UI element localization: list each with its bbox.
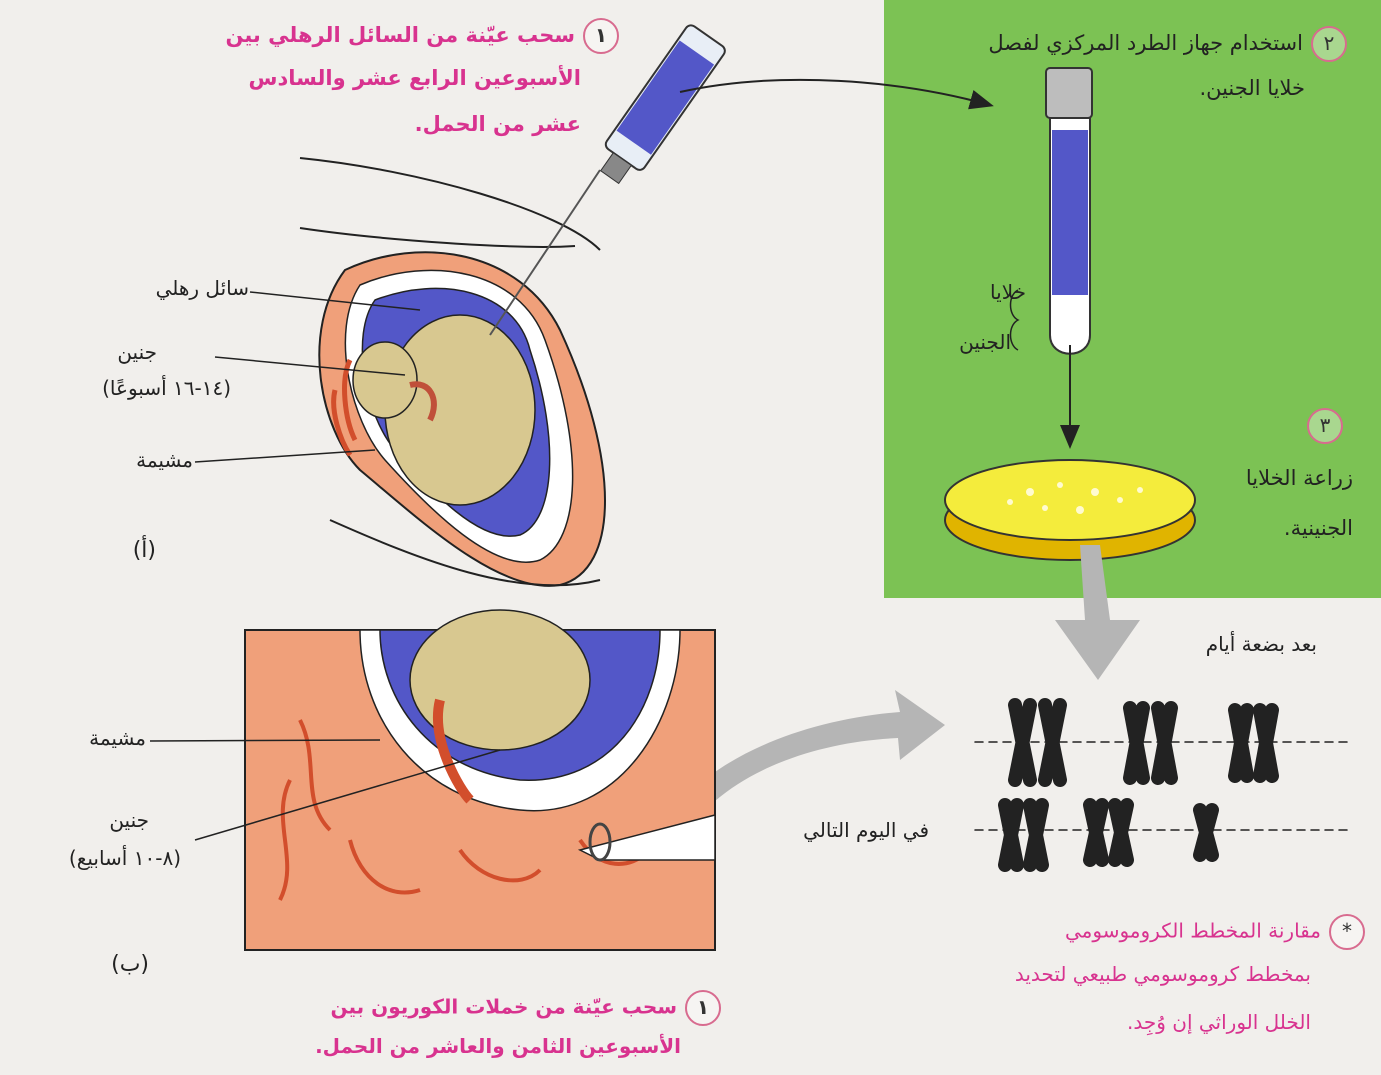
test-tube-illustration — [1011, 68, 1093, 445]
step-a3-number-wrap: ٣ — [1299, 408, 1343, 444]
step-a1-line3: عشر من الحمل. — [415, 112, 581, 136]
label-after-days: بعد بضعة أيام — [1206, 632, 1317, 656]
step-b1-line2: الأسبوعين الثامن والعاشر من الحمل. — [315, 1034, 681, 1058]
compare-text: مقارنة المخطط الكروموسومي — [1065, 919, 1321, 943]
label-part-b: (ب) — [111, 952, 149, 977]
uterus-b-illustration — [245, 610, 715, 950]
label-fetus-b-age: (٨-١٠ أسابيع) — [69, 846, 181, 870]
label-amniotic-fluid: سائل رهلي — [156, 276, 249, 300]
step-a3-line1: زراعة الخلايا — [1246, 466, 1353, 490]
compare-line2: بمخطط كروموسومي طبيعي لتحديد — [1015, 962, 1311, 986]
step-a3-number: ٣ — [1307, 408, 1343, 444]
step-a2-number: ٢ — [1311, 26, 1347, 62]
step-b1-line1: ١ سحب عيّنة من خملات الكوريون بين — [330, 990, 721, 1026]
step-a1-line2: الأسبوعين الرابع عشر والسادس — [249, 66, 581, 90]
fetal-cells-line1: خلايا — [990, 280, 1026, 304]
compare-line1: * مقارنة المخطط الكروموسومي — [1065, 914, 1365, 950]
label-fetus-a-age: (١٤-١٦ أسبوعًا) — [102, 376, 231, 400]
step-a1-number: ١ — [583, 18, 619, 54]
label-next-day: في اليوم التالي — [803, 818, 929, 842]
step-a1-text: سحب عيّنة من السائل الرهلي بين — [225, 23, 575, 47]
label-fetus-a: جنين — [117, 340, 157, 364]
compare-mark: * — [1329, 914, 1365, 950]
label-chorion-b: مشيمة — [89, 726, 146, 750]
label-part-a: (أ) — [133, 538, 156, 563]
uterus-a-illustration — [300, 158, 605, 586]
fetal-cells-line2: الجنين — [959, 330, 1011, 354]
petri-dish-illustration — [945, 460, 1195, 560]
compare-line3: الخلل الوراثي إن وُجِد. — [1127, 1010, 1311, 1034]
step-a3-line2: الجنينية. — [1284, 516, 1353, 540]
step-b1-text: سحب عيّنة من خملات الكوريون بين — [330, 995, 677, 1019]
karyotype-illustration — [975, 705, 1350, 865]
step-a2-line2: خلايا الجنين. — [1199, 76, 1305, 100]
step-a2-text: استخدام جهاز الطرد المركزي لفصل — [988, 31, 1303, 55]
step-a2-line1: ٢ استخدام جهاز الطرد المركزي لفصل — [988, 26, 1347, 62]
label-fetus-b: جنين — [109, 808, 149, 832]
step-a1-line1: ١ سحب عيّنة من السائل الرهلي بين — [225, 18, 619, 54]
label-chorion-a: مشيمة — [136, 448, 193, 472]
step-b1-number: ١ — [685, 990, 721, 1026]
